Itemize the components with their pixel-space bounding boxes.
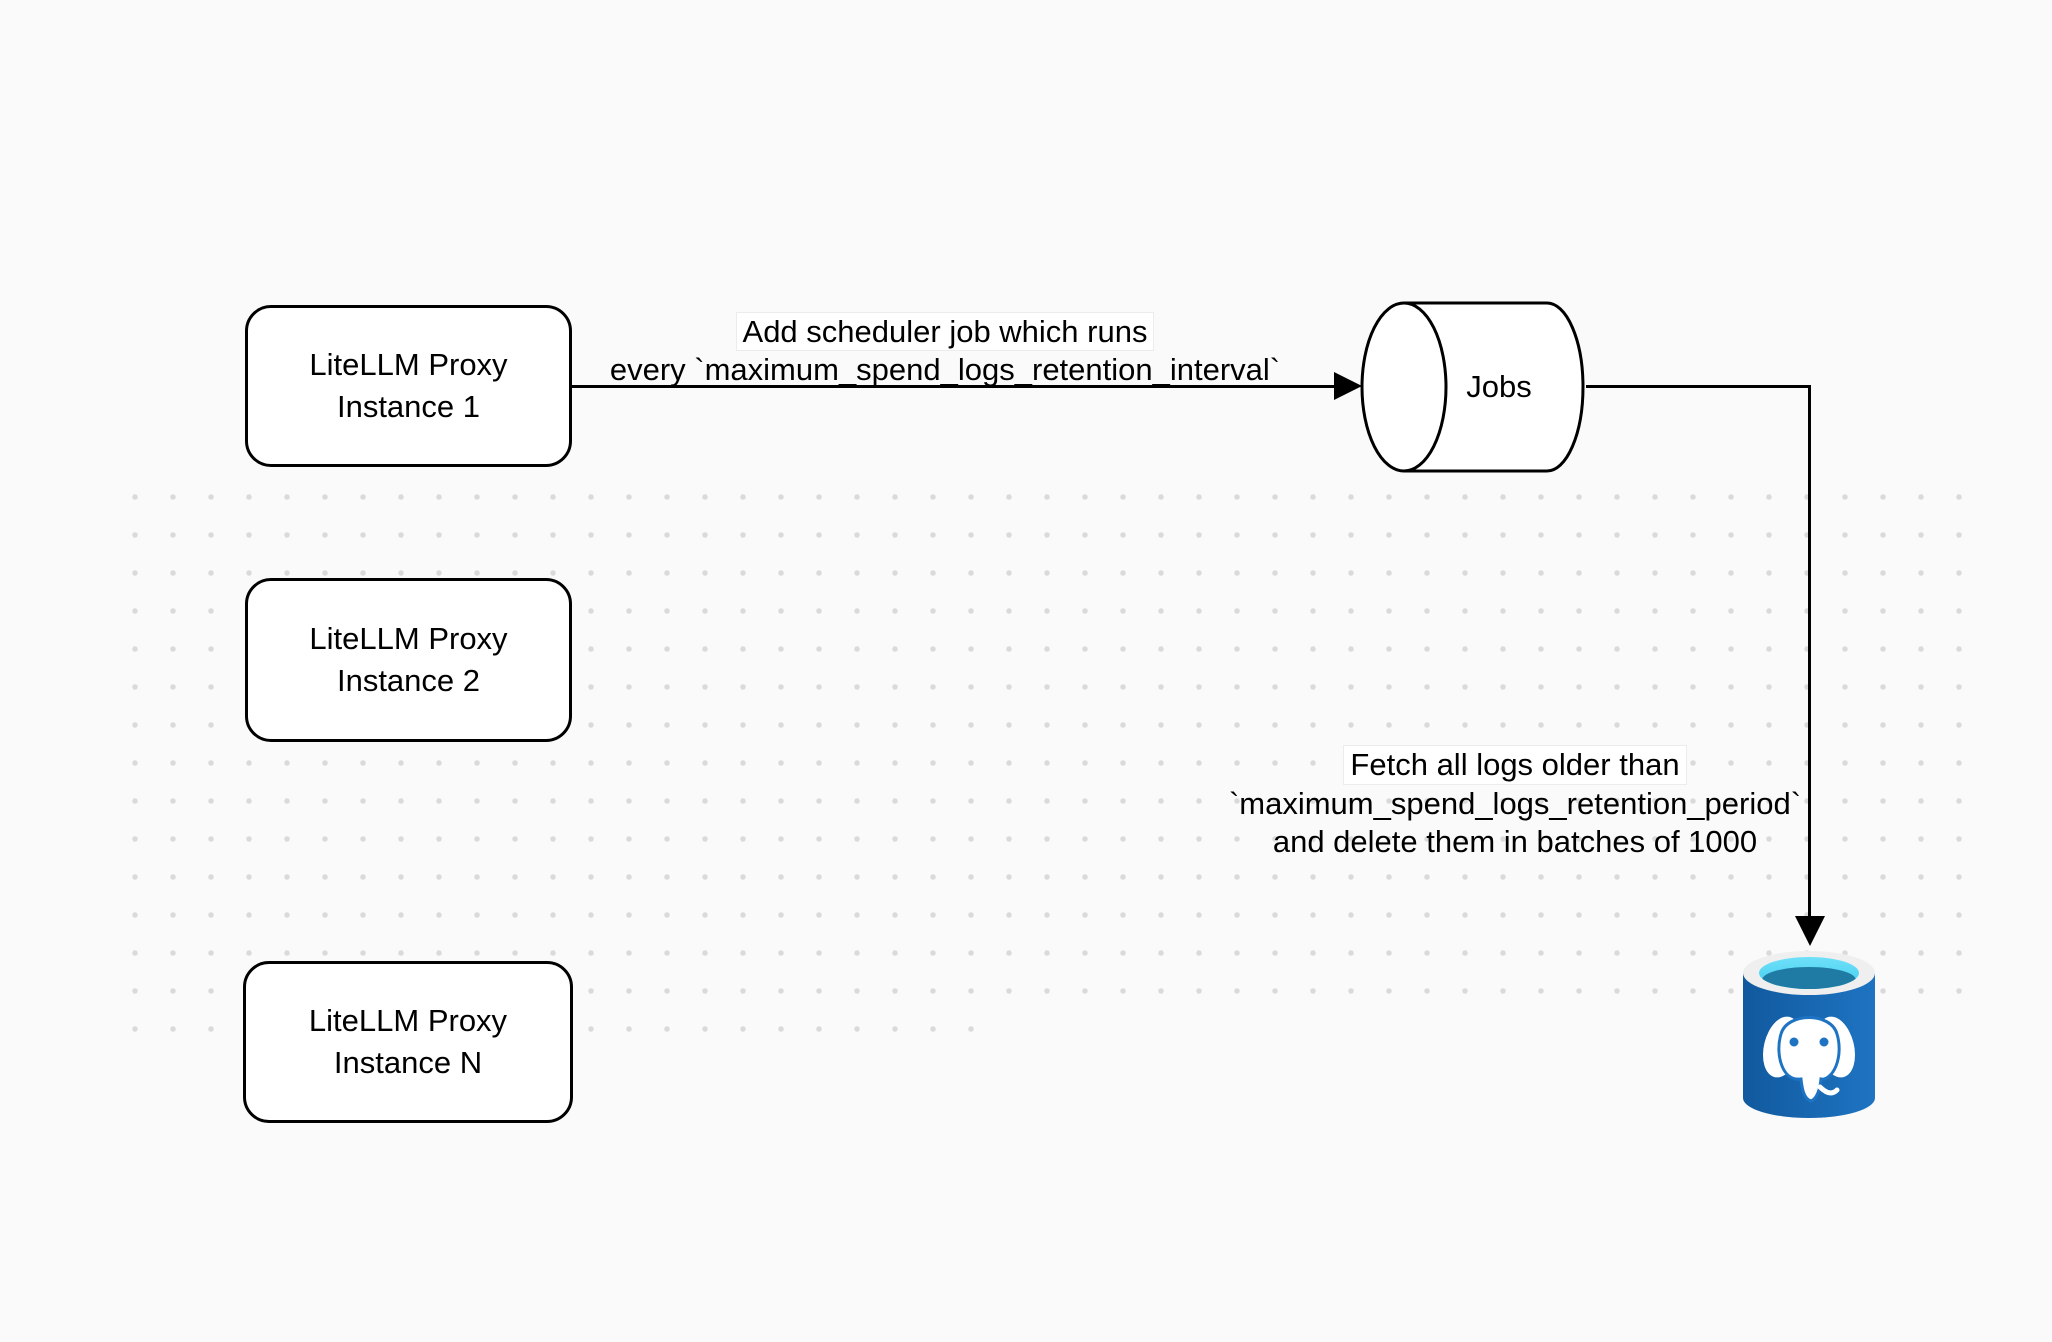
node-label-line: Instance 2	[336, 663, 481, 698]
node-label-line: LiteLLM Proxy	[309, 621, 508, 656]
edge-label-line: every `maximum_spend_logs_retention_inte…	[609, 352, 1281, 387]
edge-label-line: `maximum_spend_logs_retention_period`	[1228, 786, 1802, 821]
edge-cleanup-line-horizontal	[1586, 385, 1810, 388]
node-litellm-proxy-instance-1: LiteLLM Proxy Instance 1	[245, 305, 572, 467]
edge-cleanup-label: Fetch all logs older than `maximum_spend…	[1212, 745, 1818, 861]
postgresql-database-icon	[1743, 951, 1875, 1118]
edge-label-line: Add scheduler job which runs	[545, 312, 1345, 351]
edge-label-line: Fetch all logs older than	[1212, 745, 1818, 785]
edge-scheduler-label: Add scheduler job which runs every `maxi…	[545, 312, 1345, 388]
node-label-line: LiteLLM Proxy	[308, 1003, 508, 1038]
node-jobs-cylinder	[1360, 301, 1585, 473]
node-label-line: Instance N	[333, 1045, 483, 1080]
node-litellm-proxy-instance-2: LiteLLM Proxy Instance 2	[245, 578, 572, 742]
node-litellm-proxy-instance-n: LiteLLM Proxy Instance N	[243, 961, 573, 1123]
edge-label-line: and delete them in batches of 1000	[1272, 824, 1758, 859]
node-label-line: Instance 1	[336, 389, 481, 424]
edge-scheduler-line	[572, 385, 1336, 388]
arrowhead-right-icon	[1334, 372, 1362, 400]
edge-cleanup-line-vertical	[1808, 385, 1811, 918]
arrowhead-down-icon	[1795, 916, 1825, 946]
postgres-elephant-glyph	[1762, 1016, 1856, 1103]
node-label-line: LiteLLM Proxy	[309, 347, 508, 382]
jobs-label: Jobs	[1466, 369, 1532, 404]
